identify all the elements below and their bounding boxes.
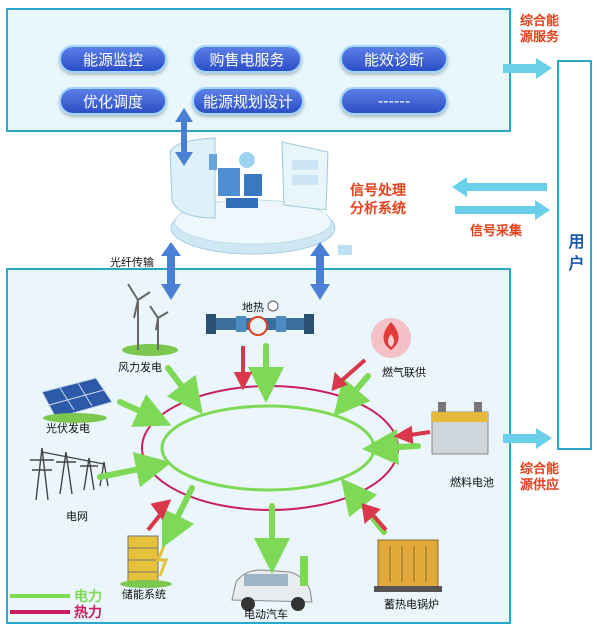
boiler-label: 蓄热电锅炉 xyxy=(384,598,439,611)
service-efficiency-diagnosis[interactable]: 能效诊断 xyxy=(340,45,448,73)
fuel-cell-label: 燃料电池 xyxy=(450,476,494,489)
legend-heat-label: 热力 xyxy=(74,605,102,621)
signal-collection-arrow xyxy=(455,200,550,220)
signal-collection-label: 信号采集 xyxy=(470,224,523,239)
uplink-arrow xyxy=(175,108,193,166)
service-power-trading[interactable]: 购售电服务 xyxy=(192,45,302,73)
gas-flame-icon xyxy=(371,318,411,358)
integrated-service-label: 综合能 源服务 xyxy=(520,14,560,45)
service-energy-monitoring[interactable]: 能源监控 xyxy=(59,45,167,73)
power-ring xyxy=(160,404,376,492)
storage-battery-icon xyxy=(120,535,172,588)
gas-label: 燃气联供 xyxy=(382,366,426,379)
storage-label: 储能系统 xyxy=(122,588,166,601)
user-box: 用户 xyxy=(557,60,592,450)
power-flow-arrows xyxy=(97,343,421,574)
electric-car-icon xyxy=(231,556,313,611)
fuel-cell-icon xyxy=(431,402,489,455)
geothermal-label: 地热 xyxy=(242,301,264,314)
ev-label: 电动汽车 xyxy=(244,608,288,621)
integrated-supply-label: 综合能 源供应 xyxy=(520,462,560,493)
service-optimal-dispatch[interactable]: 优化调度 xyxy=(59,87,167,115)
supply-to-user-arrow xyxy=(503,428,552,449)
geothermal-pipe-icon xyxy=(206,300,314,336)
signal-processing-label: 信号处理 分析系统 xyxy=(350,183,406,217)
service-to-user-arrow xyxy=(503,58,552,79)
wind-label: 风力发电 xyxy=(118,361,162,374)
fiber-arrow-right xyxy=(310,242,330,300)
service-more[interactable]: ------ xyxy=(340,87,448,115)
data-center-icon xyxy=(169,137,352,255)
fiber-label: 光纤传输 xyxy=(110,256,154,269)
boiler-icon xyxy=(374,539,442,592)
solar-label: 光伏发电 xyxy=(46,422,90,435)
grid-label: 电网 xyxy=(66,510,88,523)
service-energy-planning[interactable]: 能源规划设计 xyxy=(192,87,304,115)
solar-panel-icon xyxy=(41,377,113,423)
user-label: 用户 xyxy=(565,233,585,277)
grid-tower-icon xyxy=(30,447,109,501)
legend-power-label: 电力 xyxy=(74,589,102,605)
heat-flow-arrows xyxy=(146,346,431,532)
wind-turbine-icon xyxy=(122,283,178,356)
fiber-arrow-left xyxy=(161,242,181,300)
signal-processing-arrow xyxy=(452,177,547,197)
